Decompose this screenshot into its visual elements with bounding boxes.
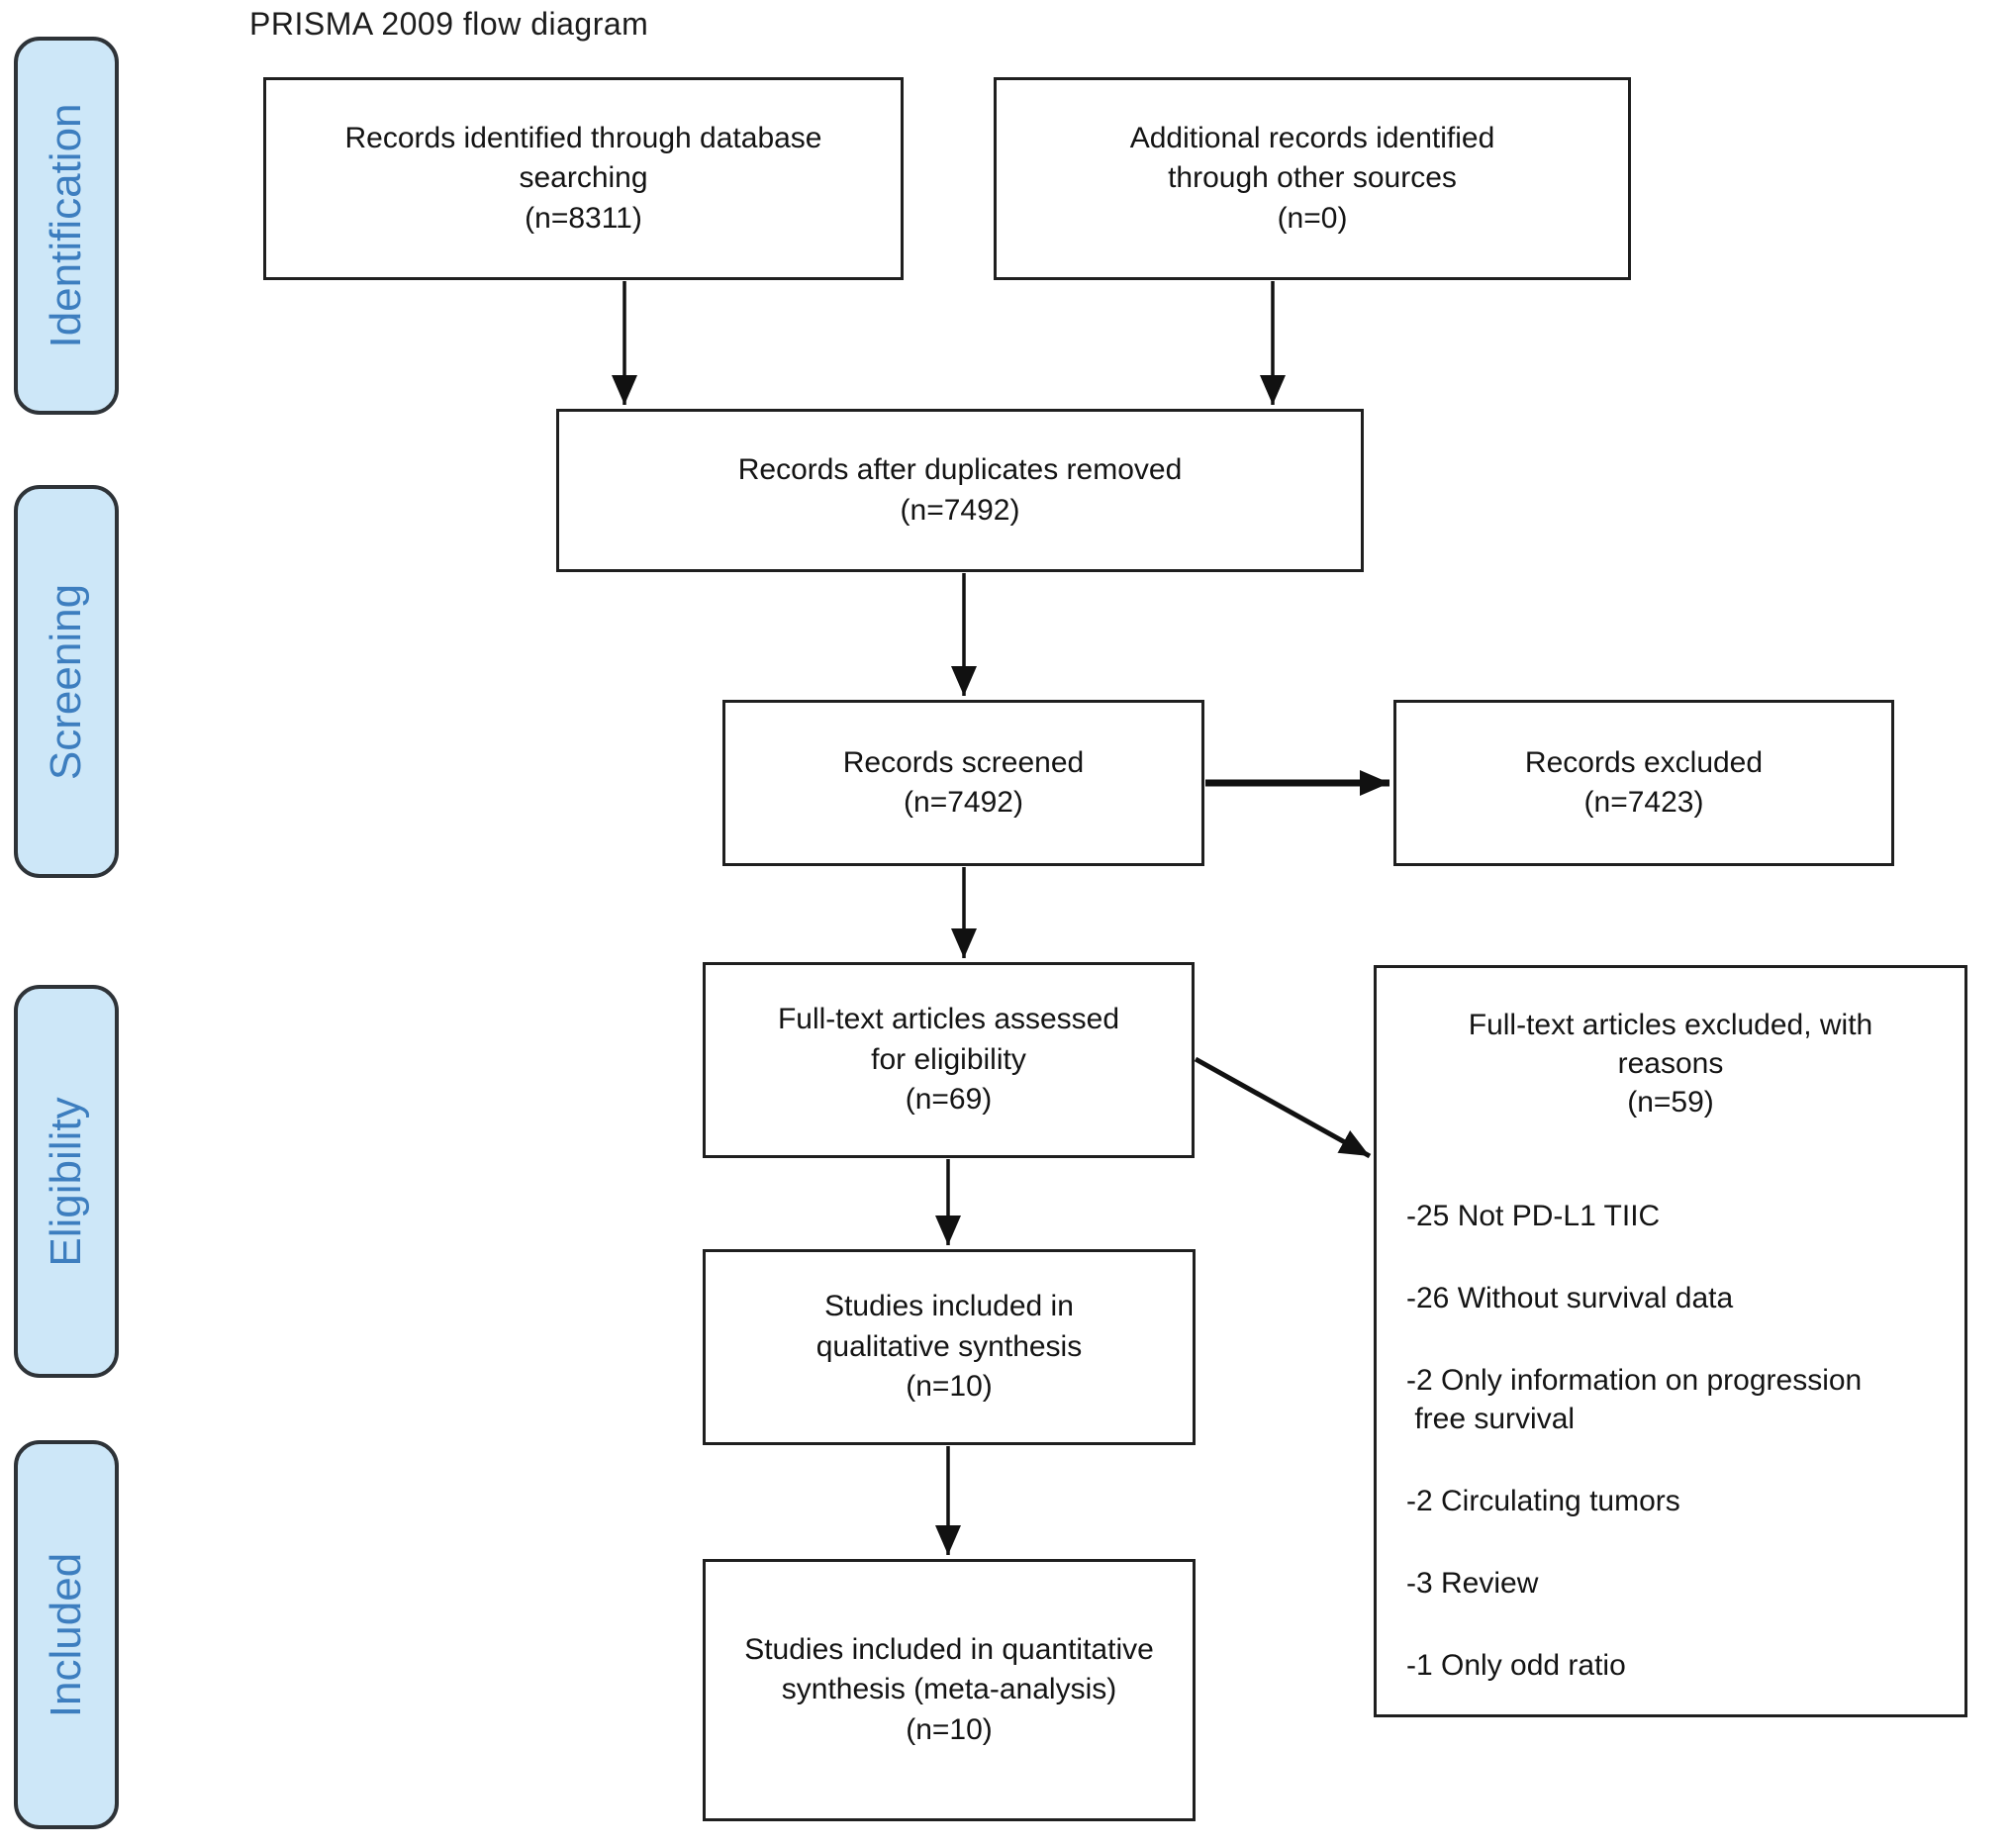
- box-additional-records: Additional records identified through ot…: [994, 77, 1631, 280]
- stage-label-eligibility: Eligibility: [14, 985, 119, 1378]
- box-fulltext-excluded-reasons: Full-text articles excluded, with reason…: [1374, 965, 1967, 1717]
- exclusion-reason: -2 Circulating tumors: [1406, 1485, 1680, 1517]
- stage-label-text: Screening: [42, 583, 90, 780]
- stage-label-screening: Screening: [14, 485, 119, 878]
- exclusion-reason: -3 Review: [1406, 1567, 1539, 1600]
- box-fulltext-assessed: Full-text articles assessed for eligibil…: [703, 962, 1195, 1158]
- box-duplicates-removed: Records after duplicates removed (n=7492…: [556, 409, 1364, 572]
- stage-label-identification: Identification: [14, 37, 119, 415]
- stage-label-text: Included: [42, 1552, 90, 1717]
- exclusion-reasons-list: -25 Not PD-L1 TIIC -26 Without survival …: [1390, 1197, 1951, 1685]
- stage-label-text: Identification: [42, 103, 90, 348]
- exclusion-reason: -26 Without survival data: [1406, 1282, 1734, 1314]
- box-records-screened: Records screened (n=7492): [722, 700, 1204, 866]
- arrow-fulltext-to-excluded-reasons: [1194, 1056, 1372, 1159]
- box-qualitative-synthesis: Studies included in qualitative synthesi…: [703, 1249, 1196, 1445]
- exclusion-reason: -2 Only information on progression free …: [1406, 1364, 1863, 1435]
- exclusion-reason: -1 Only odd ratio: [1406, 1649, 1626, 1682]
- fulltext-excluded-title: Full-text articles excluded, with reason…: [1468, 1009, 1873, 1119]
- diagram-title: PRISMA 2009 flow diagram: [249, 6, 649, 42]
- stage-label-text: Eligibility: [42, 1096, 90, 1267]
- box-quantitative-synthesis: Studies included in quantitative synthes…: [703, 1559, 1196, 1821]
- box-records-identified: Records identified through database sear…: [263, 77, 904, 280]
- stage-label-included: Included: [14, 1440, 119, 1829]
- box-records-excluded: Records excluded (n=7423): [1393, 700, 1894, 866]
- exclusion-reason: -25 Not PD-L1 TIIC: [1406, 1200, 1661, 1232]
